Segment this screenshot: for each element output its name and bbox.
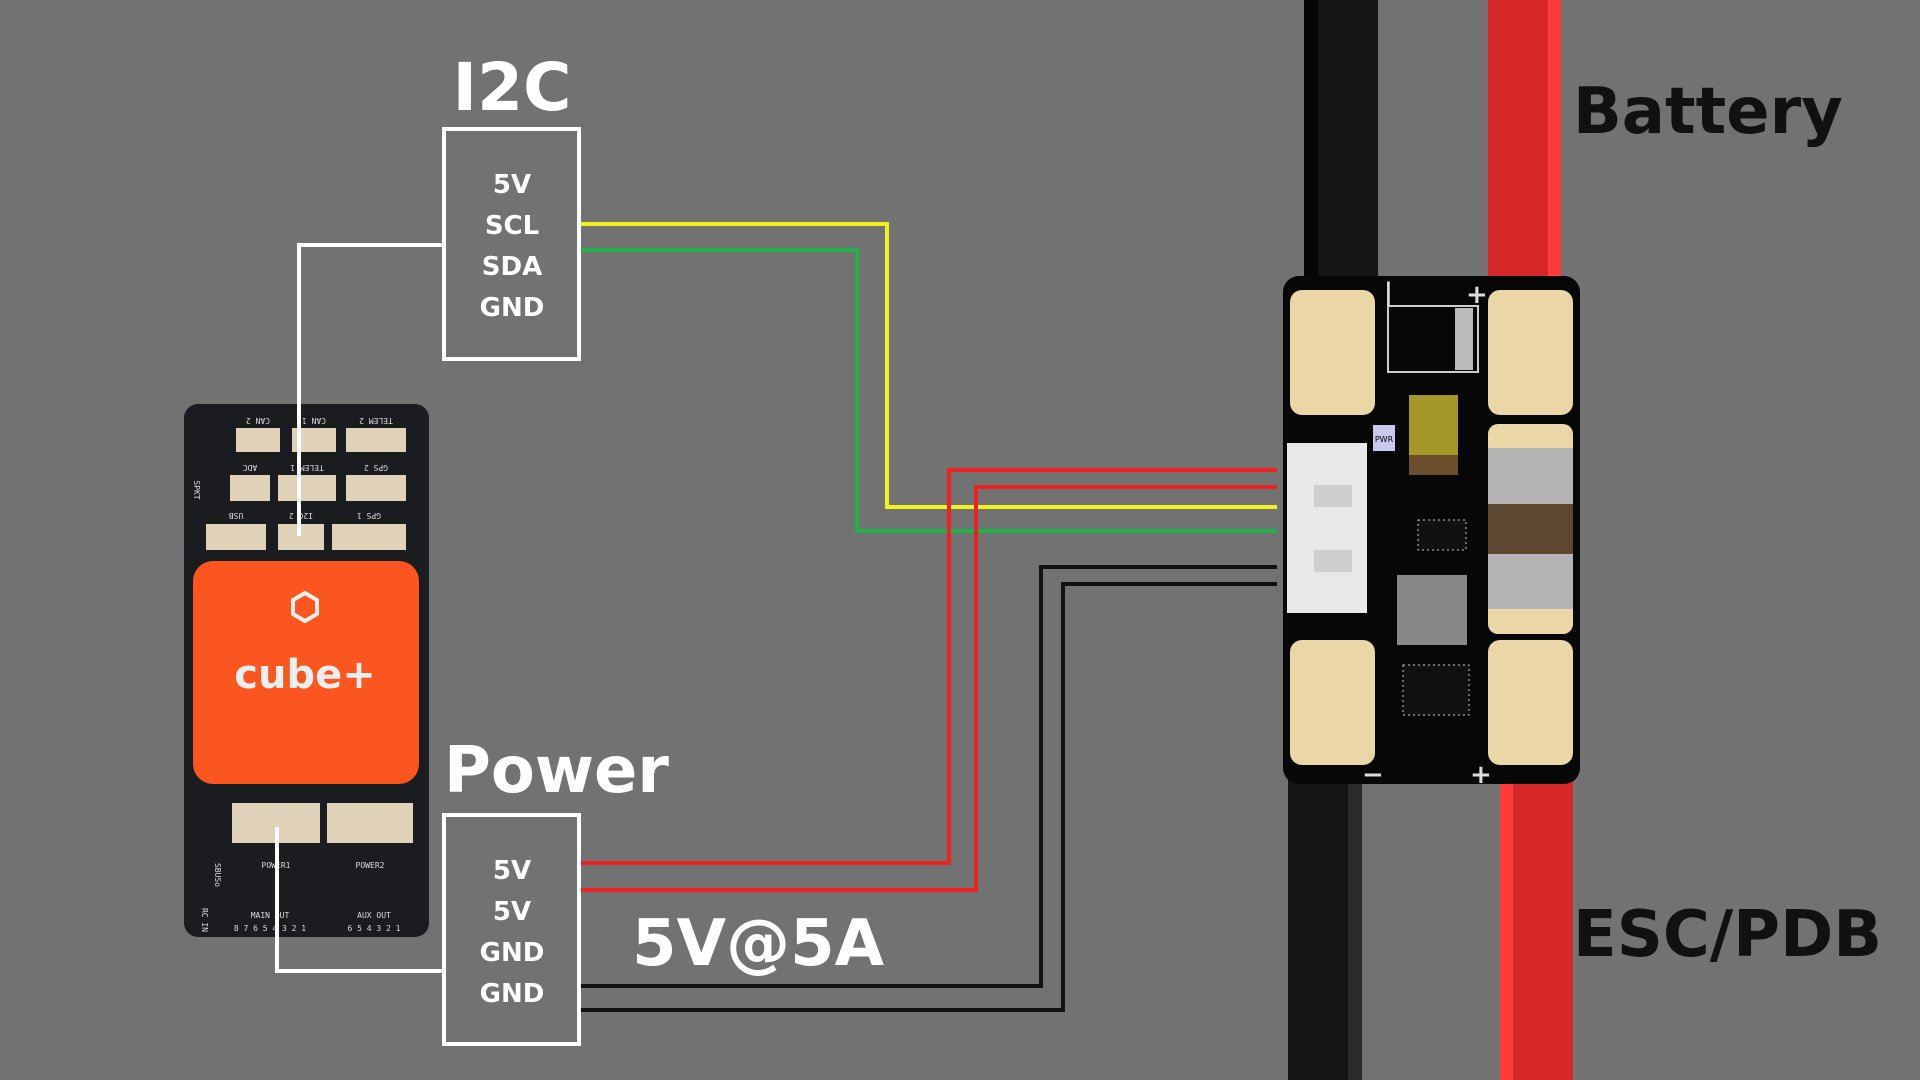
sda-wire [579,248,1277,533]
svg-text:CAN 1: CAN 1 [302,416,326,425]
svg-text:AUX OUT: AUX OUT [357,911,391,920]
i2c-pin-gnd: GND [480,293,545,323]
ground-wire-1 [579,565,1277,988]
power-title: Power [444,734,669,808]
i2c-title: I2C [453,49,572,126]
svg-text:USB: USB [229,511,244,520]
cube-logo: cube+ [234,652,375,698]
svg-text:POWER2: POWER2 [356,861,385,870]
power-pin-5v-1: 5V [493,856,531,886]
power-pin-gnd-1: GND [480,938,545,968]
svg-text:GPS 2: GPS 2 [364,463,388,472]
i2c-pin-5v: 5V [493,170,531,200]
i2c-pin-scl: SCL [485,211,539,241]
pcb-minus-top: | [1384,278,1393,306]
svg-text:GPS 1: GPS 1 [357,511,381,520]
scl-wire [579,222,1277,509]
pwr-led-label: PWR [1375,435,1394,444]
cube-orange-module [193,561,419,784]
pcb-plus-bottom: + [1470,760,1492,790]
svg-text:TELEM 1: TELEM 1 [290,463,324,472]
svg-text:SBUSo: SBUSo [213,863,222,887]
battery-label: Battery [1573,75,1843,149]
pcb-minus-bottom: − [1362,760,1384,790]
pcb-plus-top: + [1466,280,1488,310]
svg-text:TELEM 2: TELEM 2 [359,416,393,425]
ground-wire-2 [579,582,1277,1012]
svg-text:8 7 6 5 4 3 2 1: 8 7 6 5 4 3 2 1 [234,924,306,933]
svg-text:SPKT: SPKT [192,480,201,499]
cube-flight-controller: CAN 2 CAN 1 TELEM 2 ADC TELEM 1 GPS 2 US… [184,404,429,937]
svg-text:MAIN OUT: MAIN OUT [251,911,290,920]
svg-text:RC IN: RC IN [200,908,209,932]
power-5v-wire-2 [579,485,1277,892]
i2c-link-wire [297,243,444,536]
cube-logo-icon [291,590,319,624]
power-module-pcb: PWR | + − + [1283,276,1580,790]
jst-connector [1287,443,1367,613]
esc-pdb-label: ESC/PDB [1573,898,1882,972]
power-5v-wire-1 [579,468,1277,865]
svg-text:6 5 4 3 2 1: 6 5 4 3 2 1 [348,924,401,933]
power-pin-gnd-2: GND [480,979,545,1009]
svg-text:CAN 2: CAN 2 [246,416,270,425]
power-pin-5v-2: 5V [493,897,531,927]
i2c-pin-sda: SDA [482,252,542,282]
i2c-pin-box [442,127,581,361]
rating-label: 5V@5A [632,907,885,981]
svg-text:ADC: ADC [243,463,258,472]
power-pin-box [442,813,581,1046]
power-link-wire [275,827,444,973]
